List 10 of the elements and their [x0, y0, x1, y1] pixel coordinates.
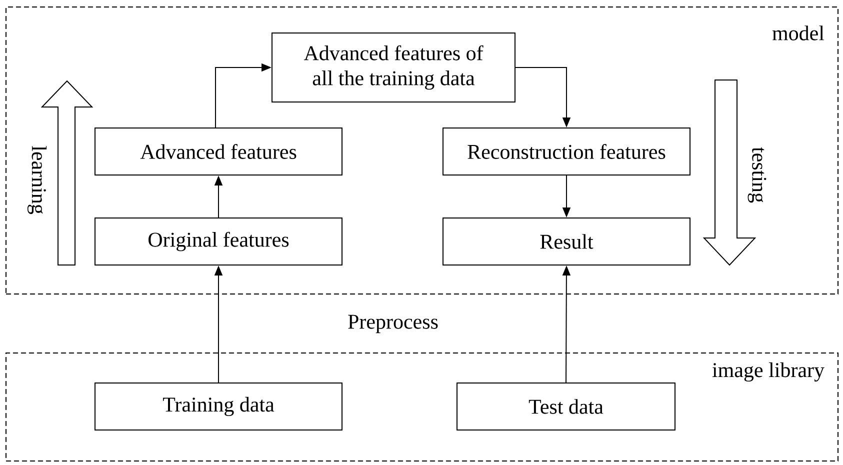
process-box: Result	[442, 218, 690, 266]
process-box: Test data	[456, 382, 676, 430]
label: testing	[748, 147, 766, 203]
process-box: Training data	[94, 382, 342, 430]
label: learning	[27, 146, 47, 214]
process-box: Advanced features	[94, 128, 342, 176]
process-box: Reconstruction features	[442, 128, 690, 176]
label: Preprocess	[348, 314, 438, 334]
process-box: Original features	[94, 218, 342, 266]
process-box: Advanced features of all the training data	[272, 32, 516, 102]
